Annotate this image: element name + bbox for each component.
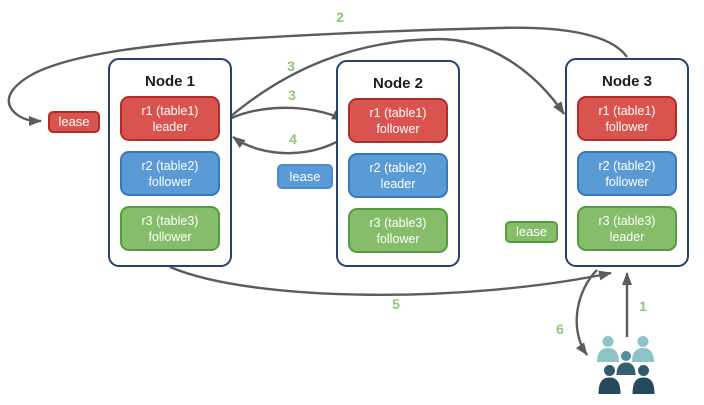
node-2-replica-r3: r3 (table3) follower <box>348 208 448 253</box>
users-group-icon <box>597 336 655 394</box>
step-label-5: 5 <box>392 296 400 312</box>
user-front-left-icon <box>598 365 621 394</box>
replica-name: r3 (table3) <box>598 213 656 228</box>
step-label-1: 1 <box>639 298 647 314</box>
node-3-replica-r3: r3 (table3) leader <box>577 206 677 251</box>
replica-name: r1 (table1) <box>598 103 656 118</box>
step-label-3b: 3 <box>288 87 296 103</box>
node-2-title: Node 2 <box>372 75 423 92</box>
arrow-step-5-response <box>169 265 612 296</box>
replica-role: follower <box>605 119 649 134</box>
replica-name: r1 (table1) <box>141 103 199 118</box>
node-1-title: Node 1 <box>144 73 195 90</box>
step-label-4: 4 <box>289 131 297 147</box>
replica-role: follower <box>605 174 649 189</box>
step-label-6: 6 <box>556 321 564 337</box>
user-middle-icon <box>616 351 636 375</box>
replica-role: follower <box>376 121 420 136</box>
user-back-left-icon <box>597 336 619 362</box>
step-label-3a: 3 <box>287 58 295 74</box>
replica-name: r1 (table1) <box>369 105 427 120</box>
node-1-replica-r1: r1 (table1) leader <box>120 96 220 141</box>
user-front-right-icon <box>632 365 655 394</box>
user-back-right-icon <box>632 336 654 362</box>
replica-name: r2 (table2) <box>598 158 656 173</box>
replica-role: leader <box>609 229 645 244</box>
lease-badge-r1: lease <box>48 111 100 133</box>
replica-role: leader <box>380 176 416 191</box>
replica-name: r3 (table3) <box>369 215 427 230</box>
node-1-box: Node 1 r1 (table1) leader r2 (table2) fo… <box>108 58 232 267</box>
replica-role: leader <box>152 119 188 134</box>
replica-name: r2 (table2) <box>369 160 427 175</box>
node-2-replica-r2: r2 (table2) leader <box>348 153 448 198</box>
replica-role: follower <box>148 174 192 189</box>
node-2-box: Node 2 r1 (table1) follower r2 (table2) … <box>336 60 460 267</box>
arrow-step-3-to-node2 <box>223 106 345 124</box>
node-3-replica-r1: r1 (table1) follower <box>577 96 677 141</box>
arrow-step-3-to-node3 <box>223 37 565 123</box>
replica-name: r2 (table2) <box>141 158 199 173</box>
replica-role: follower <box>376 231 420 246</box>
replica-role: follower <box>148 229 192 244</box>
replica-name: r3 (table3) <box>141 213 199 228</box>
lease-badge-r2: lease <box>277 164 333 189</box>
step-label-2: 2 <box>336 9 344 25</box>
node-1-replica-r2: r2 (table2) follower <box>120 151 220 196</box>
arrow-step-2 <box>7 26 628 126</box>
node-3-replica-r2: r2 (table2) follower <box>577 151 677 196</box>
node-3-title: Node 3 <box>601 73 652 90</box>
arrow-step-6-to-client <box>575 269 598 356</box>
lease-badge-r3: lease <box>505 221 558 243</box>
node-3-box: Node 3 r1 (table1) follower r2 (table2) … <box>565 58 689 267</box>
node-1-replica-r3: r3 (table3) follower <box>120 206 220 251</box>
node-2-replica-r1: r1 (table1) follower <box>348 98 448 143</box>
